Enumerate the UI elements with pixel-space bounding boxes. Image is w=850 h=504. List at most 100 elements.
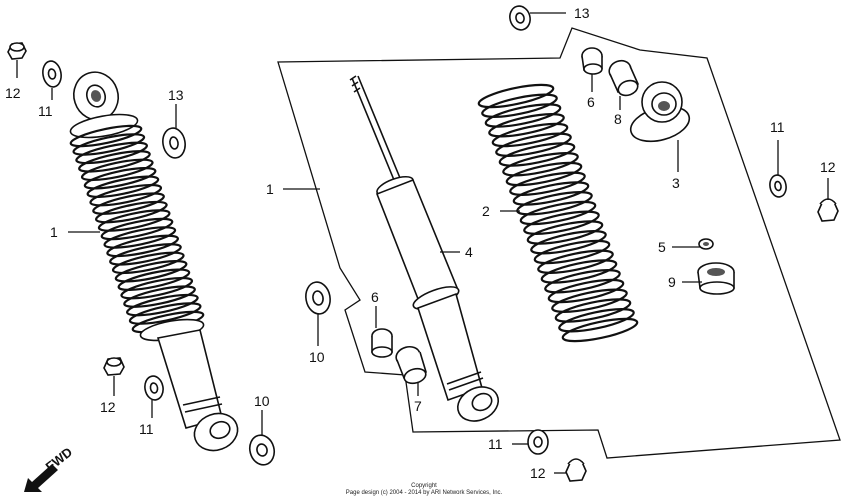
coil-turn: [519, 200, 597, 226]
coil-turn: [530, 230, 607, 255]
coil-turn: [502, 152, 579, 177]
coil-turn: [92, 192, 165, 215]
callout-7: 7: [414, 398, 422, 414]
callout-1-left: 1: [50, 224, 58, 240]
coil-turn: [120, 276, 194, 300]
complete-shock-absorber: [69, 71, 239, 452]
damper-unit-4: [349, 75, 499, 422]
fwd-label: FWD: [43, 444, 76, 474]
callout-12-bottom-left: 12: [100, 399, 116, 415]
coil-turn: [523, 210, 600, 235]
coil-turn: [89, 183, 163, 207]
callout-9: 9: [668, 274, 676, 290]
assembly-frame-outline: [277, 27, 841, 459]
washer-13-left: [162, 127, 186, 159]
coil-turn: [109, 243, 182, 266]
coil-turn: [481, 93, 558, 118]
coil-turn: [505, 161, 583, 187]
coil-turn: [106, 234, 179, 258]
coil-turn: [558, 308, 635, 333]
callout-11-right: 11: [770, 119, 785, 135]
coil-turn: [128, 302, 202, 325]
washer-11-left: [42, 60, 62, 88]
coil-turn: [477, 83, 555, 109]
callout-12-bottom: 12: [530, 465, 546, 481]
washer-11-bottom: [527, 429, 549, 455]
washer-10-bottom-left: [248, 434, 276, 466]
washer-13-top: [509, 5, 531, 31]
coil-turn: [537, 249, 614, 274]
copyright-line-1: Copyright: [411, 483, 437, 489]
collar-8: [608, 59, 640, 97]
bushing-6-top: [581, 47, 603, 75]
coil-turn: [509, 171, 586, 196]
coil-turn: [100, 217, 174, 241]
fwd-arrow-icon: [24, 464, 58, 492]
callout-11-left: 11: [38, 103, 53, 119]
spring-seat-3: [629, 81, 691, 143]
callout-6-mid: 6: [371, 289, 379, 305]
coil-turn: [126, 293, 199, 317]
callout-2: 2: [482, 203, 490, 219]
coil-turn: [551, 288, 628, 313]
coil-turn: [526, 220, 604, 245]
coil-turn: [498, 142, 576, 167]
coil-turn: [484, 103, 562, 128]
coil-turn: [512, 181, 590, 206]
callout-11-bottom-left: 11: [139, 421, 154, 437]
coil-turn: [547, 278, 625, 304]
callout-11-bottom: 11: [488, 436, 503, 452]
leader-lines: [16, 12, 829, 474]
callout-8: 8: [614, 111, 622, 127]
washer-11-right: [769, 174, 787, 198]
callout-12-left: 12: [5, 85, 21, 101]
coil-turn: [540, 259, 618, 284]
coil-turn: [75, 141, 148, 165]
coil-turn: [83, 167, 157, 190]
callout-3: 3: [672, 175, 680, 191]
copyright-line-2: Page design (c) 2004 - 2014 by ARI Netwo…: [346, 490, 503, 496]
coil-turn: [80, 158, 154, 182]
stopper-9: [697, 262, 735, 295]
callout-10-bottom-left: 10: [254, 393, 270, 409]
coil-turn: [533, 239, 611, 265]
coil-turn: [95, 200, 168, 224]
rubber-5: [698, 238, 714, 250]
callout-6-top: 6: [587, 94, 595, 110]
coil-turn: [72, 133, 146, 156]
coil-turn: [111, 251, 185, 275]
coil-turn: [78, 150, 151, 173]
bushing-6-mid: [371, 328, 393, 358]
callout-12-right: 12: [820, 159, 836, 175]
coil-turn: [544, 269, 621, 294]
cap-nut-12-right: [817, 198, 839, 222]
callout-10-mid: 10: [309, 349, 325, 365]
coil-turn: [117, 268, 191, 291]
fwd-direction-indicator: FWD: [24, 444, 75, 492]
nut-12-left: [7, 42, 27, 60]
coil-turn: [123, 285, 196, 308]
callout-1-frame: 1: [266, 181, 274, 197]
callout-13-left: 13: [168, 87, 184, 103]
coil-turn: [554, 298, 632, 323]
coil-turn: [495, 132, 572, 157]
coil-turn: [488, 113, 565, 138]
coil-spring-2: [477, 83, 639, 343]
coil-turn: [97, 209, 171, 232]
callout-5: 5: [658, 239, 666, 255]
washer-11-bottom-left: [144, 375, 164, 401]
coil-turn: [69, 124, 143, 148]
collar-7: [395, 345, 428, 385]
coil-turn: [103, 226, 177, 249]
callout-4: 4: [465, 244, 473, 260]
coil-turn: [86, 175, 160, 198]
washer-10-mid: [305, 281, 331, 315]
cap-nut-12-bottom: [565, 458, 587, 482]
coil-turn: [114, 260, 188, 283]
coil-turn: [491, 122, 569, 148]
callout-13-top: 13: [574, 5, 590, 21]
nut-12-bottom-left: [103, 357, 125, 376]
coil-turn: [561, 317, 639, 343]
